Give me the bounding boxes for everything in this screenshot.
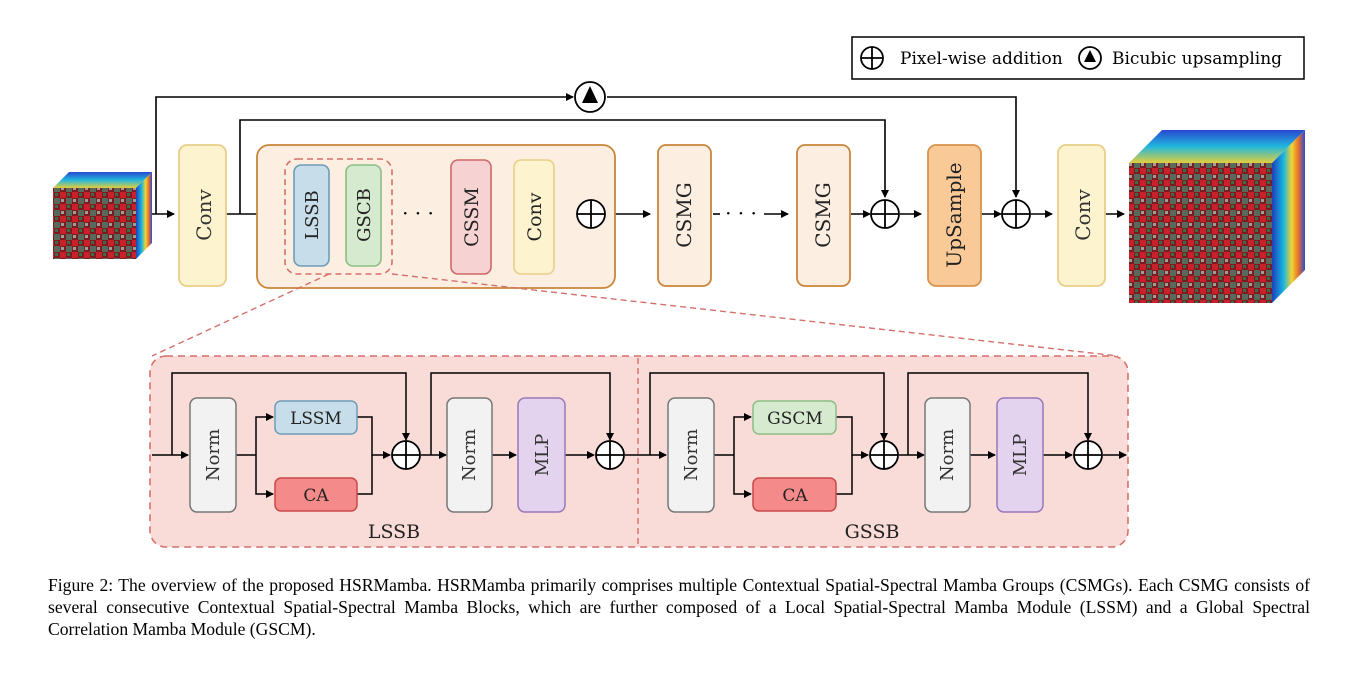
addition-icon bbox=[860, 46, 884, 70]
norm-block-4: Norm bbox=[924, 397, 971, 513]
architecture-diagram: Pixel-wise addition Bicubic upsampling bbox=[53, 36, 1305, 548]
csmg-block-2: CSMG bbox=[796, 144, 851, 287]
mlp-1-label: MLP bbox=[532, 434, 553, 477]
conv-head-label: Conv bbox=[192, 189, 216, 241]
legend: Pixel-wise addition Bicubic upsampling bbox=[851, 36, 1305, 80]
detail-connections bbox=[152, 372, 1127, 498]
conv-block-inner: Conv bbox=[513, 159, 555, 275]
gscb-label: GSCB bbox=[354, 188, 375, 242]
ellipsis-outer: · · · bbox=[725, 201, 757, 225]
addition-icon bbox=[870, 199, 900, 229]
cssm-block: CSSM bbox=[450, 159, 492, 275]
addition-icon bbox=[1001, 199, 1031, 229]
conv-tail-label: Conv bbox=[1071, 189, 1095, 241]
addition-icon bbox=[576, 199, 606, 229]
conv-block-head: Conv bbox=[178, 144, 227, 287]
ellipsis-inner: · · · bbox=[402, 201, 434, 225]
upsample-block: UpSample bbox=[927, 144, 982, 287]
norm-4-label: Norm bbox=[937, 429, 958, 481]
lssm-block: LSSM bbox=[274, 400, 358, 435]
addition-icon bbox=[391, 440, 421, 470]
norm-block-2: Norm bbox=[446, 397, 493, 513]
gscb-block: GSCB bbox=[345, 164, 382, 267]
csmg-1-label: CSMG bbox=[672, 182, 696, 247]
norm-block-1: Norm bbox=[189, 397, 237, 513]
norm-block-3: Norm bbox=[667, 397, 715, 513]
output-hsi-cube bbox=[1129, 130, 1305, 303]
csmg-2-label: CSMG bbox=[811, 182, 835, 247]
norm-2-label: Norm bbox=[459, 429, 480, 481]
zoom-lines bbox=[151, 273, 1119, 357]
addition-icon bbox=[869, 440, 899, 470]
upsampling-node-icon bbox=[574, 81, 606, 113]
cssm-label: CSSM bbox=[461, 187, 483, 247]
mlp-block-2: MLP bbox=[996, 397, 1044, 513]
conv-inner-label: Conv bbox=[524, 192, 546, 241]
norm-3-label: Norm bbox=[681, 429, 702, 481]
gscm-block: GSCM bbox=[752, 400, 837, 435]
lssb-panel-label: LSSB bbox=[368, 521, 420, 543]
gssb-panel-label: GSSB bbox=[845, 521, 900, 543]
input-hsi-cube bbox=[53, 172, 152, 259]
mlp-2-label: MLP bbox=[1010, 434, 1031, 477]
figure-caption: Figure 2: The overview of the proposed H… bbox=[48, 575, 1310, 639]
legend-box bbox=[851, 36, 1305, 80]
conv-block-tail: Conv bbox=[1057, 144, 1106, 287]
addition-icon bbox=[1073, 440, 1103, 470]
ca-block-1: CA bbox=[274, 477, 358, 512]
lssb-block: LSSB bbox=[293, 164, 330, 267]
lssm-label: LSSM bbox=[290, 409, 342, 429]
ca-2-label: CA bbox=[782, 486, 808, 506]
addition-icon bbox=[595, 440, 625, 470]
lssb-label: LSSB bbox=[302, 190, 323, 240]
mlp-block-1: MLP bbox=[517, 397, 566, 513]
norm-1-label: Norm bbox=[203, 429, 224, 481]
block-pair-highlight bbox=[284, 158, 393, 275]
upsample-label: UpSample bbox=[942, 162, 966, 267]
legend-addition-label: Pixel-wise addition bbox=[900, 49, 1063, 69]
legend-upsampling-label: Bicubic upsampling bbox=[1112, 49, 1282, 69]
detail-panel bbox=[149, 355, 1129, 548]
csmg-block-1: CSMG bbox=[657, 144, 712, 287]
ca-block-2: CA bbox=[752, 477, 837, 512]
upsampling-icon bbox=[1078, 46, 1102, 70]
gscm-label: GSCM bbox=[767, 409, 823, 429]
ca-1-label: CA bbox=[303, 486, 329, 506]
